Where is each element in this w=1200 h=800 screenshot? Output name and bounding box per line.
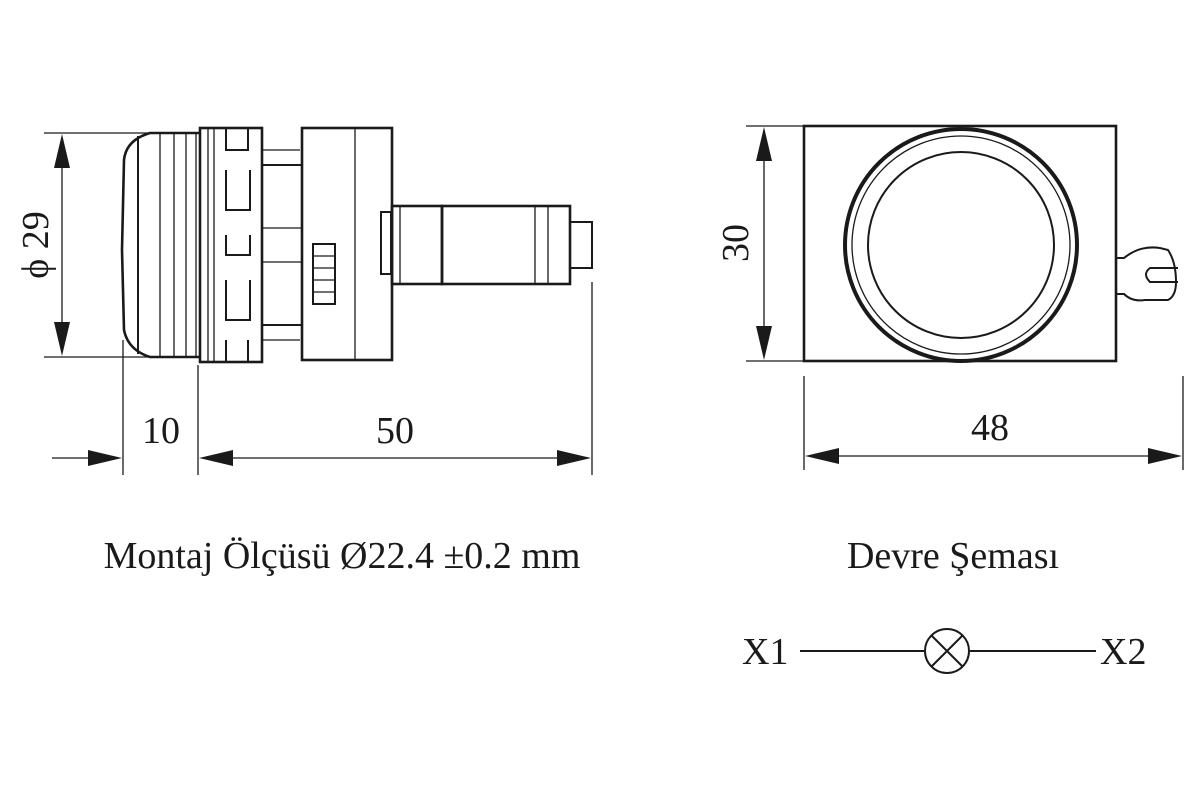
width-dimension: 48 — [803, 376, 1184, 470]
length-dimensions: 10 50 — [52, 282, 593, 475]
terminal-x2-label: X2 — [1100, 631, 1146, 673]
circuit-diagram: X1 X2 — [742, 628, 1146, 674]
lamp-socket — [380, 204, 593, 286]
bezel-ring — [198, 126, 264, 364]
width-label: 48 — [971, 407, 1009, 449]
height-label: 30 — [715, 224, 757, 262]
body-length-label: 50 — [376, 410, 414, 452]
circuit-caption: Devre Şeması — [847, 535, 1059, 577]
lens-cap — [120, 131, 200, 359]
nut-teeth — [225, 128, 300, 363]
side-view: ϕ 29 10 50 — [15, 126, 593, 475]
lamp-symbol — [924, 628, 970, 674]
bezel-outer-circle — [843, 127, 1079, 363]
threaded-neck — [261, 164, 303, 326]
mounting-caption: Montaj Ölçüsü Ø22.4 ±0.2 mm — [104, 535, 581, 577]
front-view: 30 48 — [715, 124, 1184, 470]
front-length-label: 10 — [142, 410, 180, 452]
diameter-label: ϕ 29 — [15, 211, 57, 279]
diameter-dimension: ϕ 29 — [15, 132, 150, 358]
front-housing — [802, 124, 1118, 363]
terminal-x1-label: X1 — [742, 631, 788, 673]
lens-inner-circle — [867, 151, 1055, 339]
housing-slot — [312, 243, 336, 305]
height-dimension: 30 — [715, 125, 804, 362]
